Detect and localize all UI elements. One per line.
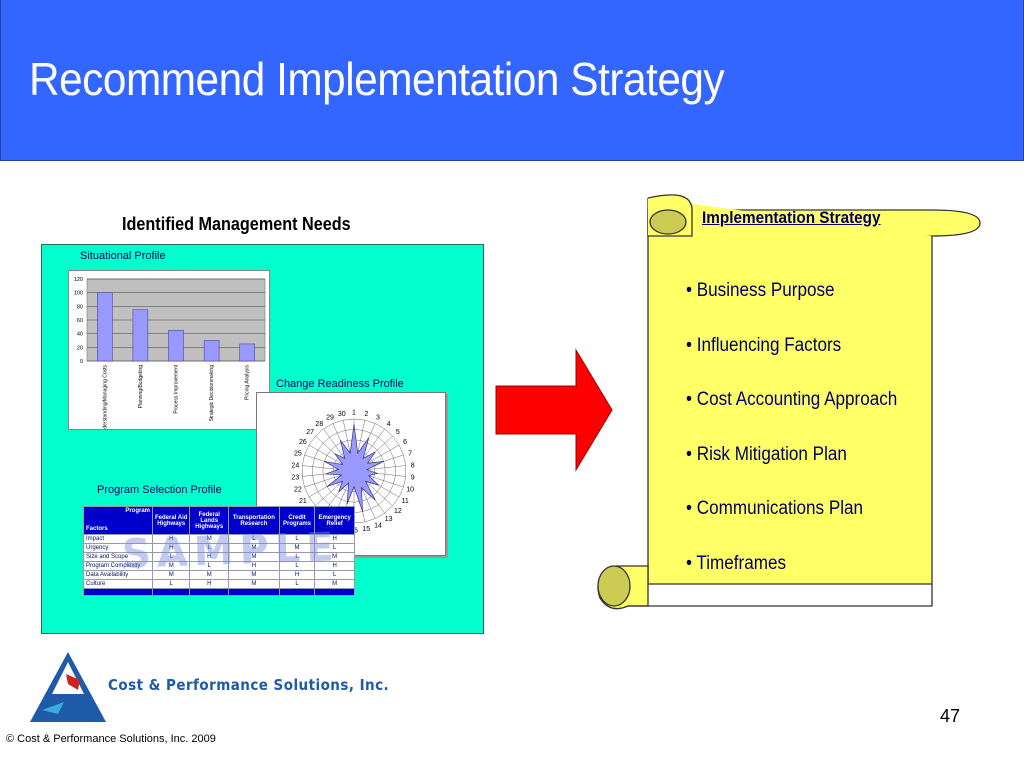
radar-axis-label: 14: [374, 522, 382, 529]
radar-axis-label: 25: [294, 450, 302, 457]
x-tick-label: Pricing Analysis: [245, 365, 251, 401]
radar-axis-label: 23: [291, 475, 299, 482]
list-item: • Timeframes: [686, 552, 787, 574]
rating-cell: M: [228, 579, 280, 589]
radar-axis-label: 1: [352, 410, 356, 417]
radar-axis-label: 4: [387, 421, 391, 428]
radar-axis-label: 2: [364, 411, 368, 418]
rating-cell: L: [314, 570, 355, 580]
program-selection-table: Program Factors Federal Aid Highways Fed…: [83, 506, 355, 596]
radar-axis-label: 11: [401, 498, 408, 505]
y-tick-label: 20: [77, 345, 83, 351]
company-name: Cost & Performance Solutions, Inc.: [108, 676, 390, 694]
company-logo-icon: [30, 652, 106, 722]
radar-series: [324, 424, 384, 512]
table-row: Impact H M L L H: [83, 534, 355, 544]
page-number: 47: [940, 706, 961, 726]
bar: [168, 330, 184, 362]
radar-axis-label: 26: [299, 439, 307, 446]
table-corner-cell: Program Factors: [83, 506, 153, 535]
list-item: • Cost Accounting Approach: [686, 389, 898, 411]
table-row: Size and Scope L H M L M: [83, 552, 355, 562]
change-readiness-label: Change Readiness Profile: [276, 378, 404, 390]
radar-axis-label: 30: [338, 411, 346, 418]
radar-axis-label: 7: [408, 450, 412, 457]
factor-cell: Culture: [83, 579, 153, 589]
situational-profile-label: Situational Profile: [80, 250, 166, 262]
x-tick-label: Process Improvement: [174, 364, 180, 413]
slide-title: Recommend Implementation Strategy: [29, 53, 725, 105]
scroll-graphic: [597, 194, 981, 610]
column-header: Emergency Relief: [314, 506, 355, 535]
radar-axis-label: 28: [315, 421, 323, 428]
right-arrow-icon: [495, 348, 613, 472]
list-item: • Business Purpose: [686, 280, 835, 301]
x-tick-label: Understanding/Managing Costs: [102, 365, 108, 429]
rating-cell: M: [314, 579, 355, 589]
radar-axis-label: 5: [396, 429, 400, 436]
program-selection-label: Program Selection Profile: [97, 484, 222, 496]
radar-axis-label: 13: [385, 516, 393, 523]
bar: [203, 340, 220, 362]
rating-cell: L: [151, 579, 191, 589]
strategy-list: • Business Purpose • Influencing Factors…: [686, 280, 921, 608]
radar-axis-label: 12: [394, 508, 402, 515]
header-program-label: Program: [125, 508, 150, 514]
x-tick-label: Planning/Budgeting: [138, 365, 144, 409]
radar-axis-label: 29: [326, 415, 334, 422]
rating-cell: H: [189, 579, 229, 589]
title-banner: Recommend Implementation Strategy: [0, 0, 1024, 161]
radar-axis-label: 3: [376, 415, 380, 422]
y-tick-label: 80: [77, 304, 83, 310]
column-header: Federal Lands Highways: [189, 506, 229, 535]
copyright-notice: © Cost & Performance Solutions, Inc. 200…: [6, 733, 216, 745]
list-item: • Influencing Factors: [686, 334, 842, 356]
column-header: Transportation Research: [228, 506, 280, 535]
table-row: Culture L H M L M: [83, 579, 355, 589]
column-header: Credit Programs: [278, 506, 316, 535]
radar-axis-label: 22: [294, 487, 302, 494]
radar-axis-label: 24: [291, 462, 299, 469]
column-header: Federal Aid Highways: [151, 506, 191, 535]
radar-axis-label: 6: [403, 439, 407, 446]
list-item: • Risk Mitigation Plan: [686, 443, 847, 465]
left-section-heading: Identified Management Needs: [122, 214, 351, 234]
y-tick-label: 60: [77, 318, 83, 324]
radar-axis-label: 15: [362, 526, 370, 533]
rating-cell: L: [278, 579, 316, 589]
header-factors-label: Factors: [86, 526, 108, 532]
radar-axis-label: 9: [411, 475, 415, 482]
sample-watermark: SAMPLE: [121, 524, 341, 578]
table-header-row: Program Factors Federal Aid Highways Fed…: [83, 506, 355, 535]
radar-axis-label: 10: [406, 487, 414, 494]
bar: [97, 292, 113, 362]
y-tick-label: 100: [74, 291, 83, 297]
table-footer-row: [83, 588, 355, 596]
y-tick-label: 40: [77, 332, 83, 338]
bar: [132, 309, 149, 362]
x-tick-label: Strategic Decisionmaking: [209, 365, 215, 422]
y-tick-label: 0: [80, 359, 83, 365]
list-item: • Communications Plan: [686, 498, 864, 520]
strategy-title: Implementation Strategy: [702, 208, 881, 227]
y-tick-label: 120: [74, 277, 83, 283]
radar-axis-label: 27: [306, 429, 314, 436]
radar-axis-label: 21: [299, 498, 307, 505]
radar-axis-label: 8: [411, 462, 415, 469]
bar: [239, 343, 255, 362]
